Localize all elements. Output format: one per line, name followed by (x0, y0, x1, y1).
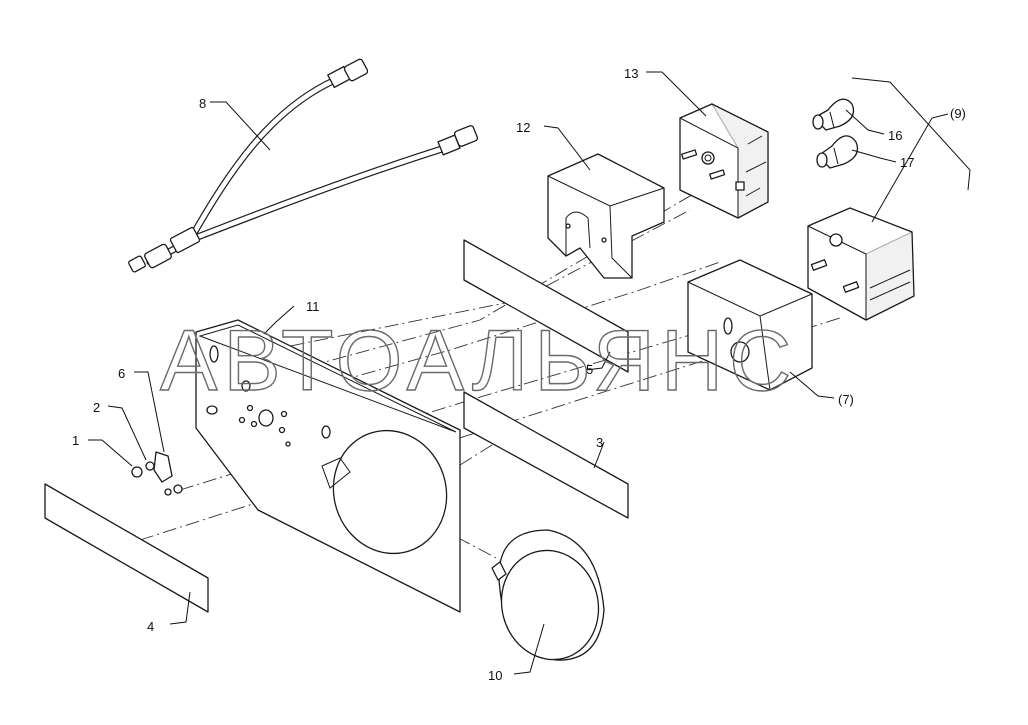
protective-cover-12 (547, 153, 665, 279)
mounting-plate-11 (195, 319, 461, 613)
nut-1 (131, 466, 143, 478)
callout-labels: 1 2 6 4 8 11 12 13 16 17 (9) (7) 5 3 10 (72, 66, 966, 683)
callout-6: 6 (118, 366, 125, 381)
bulb-17 (816, 135, 859, 169)
callout-1: 1 (72, 433, 79, 448)
bracket-6 (153, 451, 173, 483)
callout-10: 10 (488, 668, 502, 683)
callout-12: 12 (516, 120, 530, 135)
callout-5: 5 (586, 362, 593, 377)
round-lamp-10 (491, 529, 605, 661)
callout-16: 16 (888, 128, 902, 143)
callout-3: 3 (596, 435, 603, 450)
callout-4: 4 (147, 619, 154, 634)
label-plate-3 (463, 391, 629, 519)
connector-right (437, 125, 479, 156)
label-plate-4 (44, 483, 209, 613)
callout-8: 8 (199, 96, 206, 111)
callout-11: 11 (306, 299, 320, 314)
callout-17: 17 (900, 155, 914, 170)
washer-2 (145, 461, 155, 471)
leader-lines (88, 71, 971, 675)
lamp-housing-7 (687, 259, 813, 391)
label-plate-5 (463, 239, 629, 373)
cable-harness (128, 58, 479, 273)
lamp-housing-13 (679, 102, 769, 219)
callout-9: (9) (950, 106, 966, 121)
callout-7: (7) (838, 392, 854, 407)
lamp-assembly-9 (807, 207, 915, 321)
callout-13: 13 (624, 66, 638, 81)
connector-top (327, 58, 369, 89)
watermark: АВТОАЛЬЯНС (160, 313, 797, 409)
connector-bottom (128, 226, 201, 273)
bulb-16 (812, 98, 855, 131)
small-hardware (131, 451, 183, 496)
callout-2: 2 (93, 400, 100, 415)
